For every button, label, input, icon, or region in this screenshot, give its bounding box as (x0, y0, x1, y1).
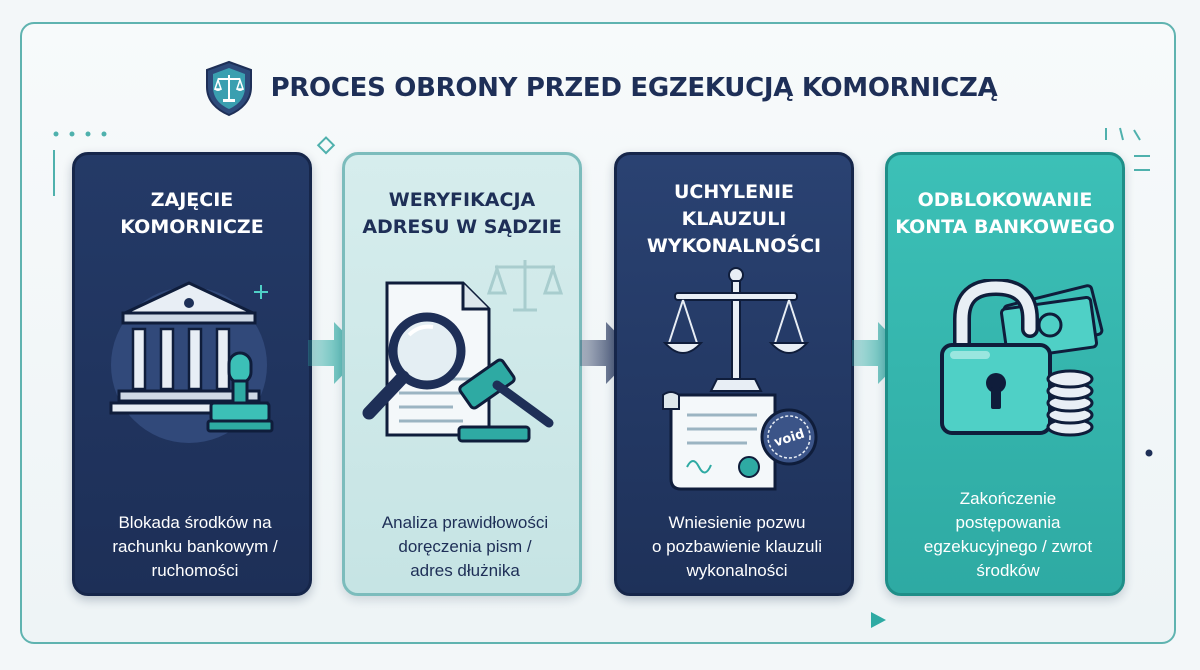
step-desc-line: Wniesienie pozwu (668, 513, 806, 532)
padlock-icon (940, 279, 1052, 435)
step-desc-line: doręczenia pism / (398, 537, 532, 556)
coins-icon (1046, 369, 1094, 437)
step-desc-line: postępowania (955, 513, 1061, 532)
step-desc-line: Analiza prawidłowości (381, 513, 549, 532)
step-title-line: KLAUZULI (681, 208, 787, 230)
decor-lines-icon (1105, 127, 1150, 171)
step-title-line: KOMORNICZE (120, 216, 264, 238)
shield-scales-icon (205, 60, 252, 117)
step-panel-enforcement-clause: UCHYLENIE KLAUZULI WYKONALNOŚCI void Wni… (614, 152, 854, 596)
arrow-right-icon (580, 322, 636, 384)
step-title-line: ODBLOKOWANIE (917, 189, 1093, 211)
step-desc-line: wykonalności (686, 561, 788, 580)
decor-triangle-icon (871, 612, 886, 628)
step-desc-line: adres dłużnika (410, 561, 520, 580)
scales-icon (486, 260, 564, 312)
scales-icon (662, 267, 810, 392)
page-title: PROCES OBRONY PRZED EGZEKUCJĄ KOMORNICZĄ (270, 73, 998, 103)
title-row: PROCES OBRONY PRZED EGZEKUCJĄ KOMORNICZĄ (0, 58, 1200, 118)
decor-diamond-icon (316, 136, 336, 155)
step-desc-line: Blokada środków na (118, 513, 272, 532)
magnifier-icon (362, 312, 466, 420)
step-title-line: KONTA BANKOWEGO (895, 216, 1115, 238)
step-title-line: ADRESU W SĄDZIE (362, 216, 562, 238)
step-desc-line: środków (976, 561, 1040, 580)
step-panel-account-unblock: ODBLOKOWANIE KONTA BANKOWEGO Zakończenie… (885, 152, 1125, 596)
gavel-icon (457, 358, 554, 443)
arrow-right-icon (308, 322, 364, 384)
document-icon (662, 391, 777, 491)
step-panel-seizure: ZAJĘCIE KOMORNICZE Blokada środków na ra… (72, 152, 312, 596)
arrow-right-icon (852, 322, 908, 384)
step-desc-line: Zakończenie (959, 489, 1057, 508)
step-title-line: WERYFIKACJA (388, 189, 536, 211)
decor-dot-icon (1145, 449, 1153, 457)
stamp-icon (206, 351, 274, 433)
step-title-line: ZAJĘCIE (150, 189, 234, 211)
step-desc-line: rachunku bankowym / (112, 537, 278, 556)
step-title-line: WYKONALNOŚCI (646, 235, 822, 257)
void-stamp-icon: void (760, 408, 818, 466)
step-title-line: UCHYLENIE (673, 181, 795, 203)
step-panel-address-verification: WERYFIKACJA ADRESU W SĄDZIE Analiza praw… (342, 152, 582, 596)
step-desc-line: ruchomości (151, 561, 239, 580)
decor-dots-icon (53, 131, 107, 196)
step-desc-line: o pozbawienie klauzuli (651, 537, 823, 556)
step-desc-line: egzekucyjnego / zwrot (923, 537, 1093, 556)
